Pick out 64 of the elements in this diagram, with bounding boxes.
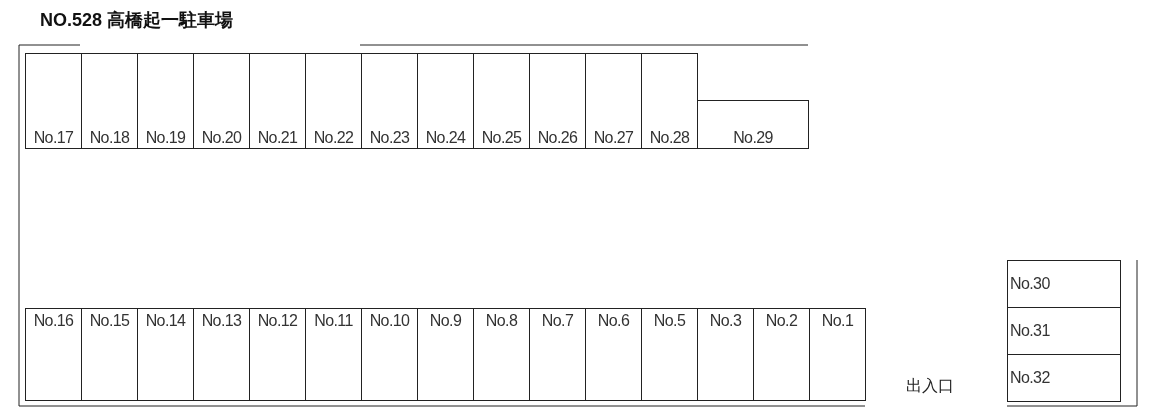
- parking-space: [361, 308, 418, 401]
- space-number: No.6: [597, 312, 630, 330]
- entrance-label: 出入口: [906, 376, 954, 396]
- parking-space: [25, 308, 82, 401]
- parking-space: [697, 308, 754, 401]
- parking-space: [249, 53, 306, 149]
- parking-space: [473, 308, 530, 401]
- parking-space: [585, 308, 642, 401]
- parking-space: [137, 308, 194, 401]
- space-number: No.25: [481, 129, 522, 147]
- space-number: No.15: [89, 312, 130, 330]
- space-number: No.23: [369, 129, 410, 147]
- space-number: No.27: [593, 129, 634, 147]
- parking-space: [1007, 260, 1121, 308]
- space-number: No.13: [201, 312, 242, 330]
- space-number: No.8: [485, 312, 518, 330]
- parking-space: [753, 308, 810, 401]
- space-number: No.16: [33, 312, 74, 330]
- parking-space: [473, 53, 530, 149]
- parking-space: [641, 53, 698, 149]
- space-number: No.1: [821, 312, 854, 330]
- parking-space: [305, 53, 362, 149]
- space-number: No.24: [425, 129, 466, 147]
- parking-space: [417, 53, 474, 149]
- space-number: No.11: [314, 312, 353, 330]
- space-number: No.31: [1010, 322, 1050, 340]
- space-number: No.5: [653, 312, 686, 330]
- space-number: No.29: [733, 129, 773, 147]
- space-number: No.28: [649, 129, 690, 147]
- space-number: No.20: [201, 129, 242, 147]
- parking-space: [1007, 354, 1121, 402]
- space-number: No.10: [369, 312, 410, 330]
- space-number: No.21: [257, 129, 298, 147]
- parking-space: [137, 53, 194, 149]
- space-number: No.19: [145, 129, 186, 147]
- parking-space: [809, 308, 866, 401]
- parking-space: [25, 53, 82, 149]
- space-number: No.9: [429, 312, 462, 330]
- parking-space: [81, 53, 138, 149]
- space-number: No.18: [89, 129, 130, 147]
- parking-space: [417, 308, 474, 401]
- space-number: No.7: [541, 312, 574, 330]
- parking-space: [193, 308, 250, 401]
- parking-space: [193, 53, 250, 149]
- parking-space: [249, 308, 306, 401]
- parking-space: [529, 53, 586, 149]
- space-number: No.32: [1010, 369, 1050, 387]
- parking-space: [81, 308, 138, 401]
- parking-space: [305, 308, 362, 401]
- space-number: No.30: [1010, 275, 1050, 293]
- space-number: No.17: [33, 129, 74, 147]
- parking-space: [361, 53, 418, 149]
- parking-space: [697, 100, 809, 149]
- space-number: No.26: [537, 129, 578, 147]
- parking-space: [1007, 307, 1121, 355]
- parking-space: [641, 308, 698, 401]
- parking-space: [529, 308, 586, 401]
- space-number: No.12: [257, 312, 298, 330]
- space-number: No.22: [313, 129, 354, 147]
- parking-space: [585, 53, 642, 149]
- title: NO.528 高橋起一駐車場: [40, 9, 234, 32]
- space-number: No.2: [765, 312, 798, 330]
- space-number: No.14: [145, 312, 186, 330]
- space-number: No.3: [709, 312, 742, 330]
